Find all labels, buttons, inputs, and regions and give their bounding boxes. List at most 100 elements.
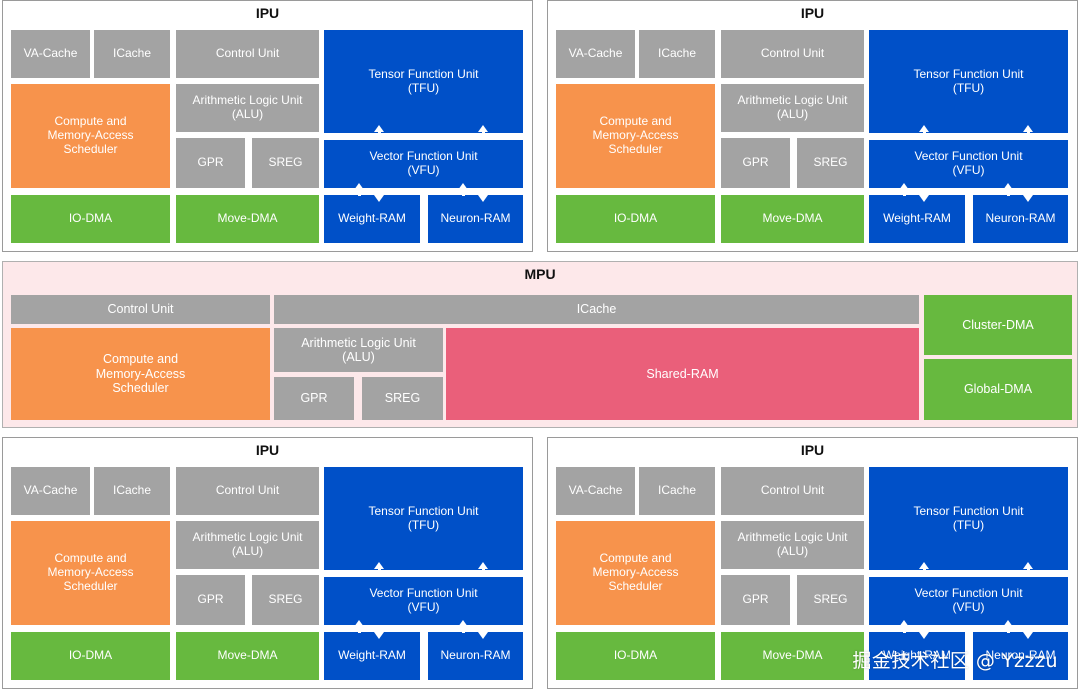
mpu-control-unit: Control Unit (11, 295, 270, 324)
ipu-alu: Arithmetic Logic Unit (ALU) (721, 84, 864, 132)
arrow-down-icon (478, 195, 488, 202)
arrow-down-icon (478, 632, 488, 639)
ipu-vfu: Vector Function Unit (VFU) (324, 577, 523, 625)
arrow-up-icon (354, 620, 364, 627)
ipu-icache: ICache (639, 467, 715, 515)
ipu-control-unit: Control Unit (721, 467, 864, 515)
ipu-vfu: Vector Function Unit (VFU) (869, 577, 1068, 625)
mpu-gpr: GPR (274, 377, 354, 420)
ipu-neuron-ram: Neuron-RAM (428, 195, 523, 243)
ipu-io-dma: IO-DMA (556, 195, 715, 243)
arrow-stem (377, 189, 381, 196)
ipu-control-unit: Control Unit (176, 30, 319, 78)
mpu-icache: ICache (274, 295, 919, 324)
ipu-move-dma: Move-DMA (176, 632, 319, 680)
arrow-stem (1006, 189, 1010, 196)
ipu-sreg: SREG (797, 575, 864, 625)
arrow-up-icon (899, 183, 909, 190)
ipu-neuron-ram: Neuron-RAM (428, 632, 523, 680)
arrow-stem (481, 626, 485, 633)
arrow-up-icon (458, 620, 468, 627)
mpu-shared-ram: Shared-RAM (446, 328, 919, 420)
ipu-weight-ram: Weight-RAM (869, 632, 965, 680)
arrow-stem (902, 189, 906, 196)
arrow-up-icon (1023, 125, 1033, 132)
arrow-up-icon (1003, 183, 1013, 190)
ipu-icache: ICache (639, 30, 715, 78)
ipu-title: IPU (255, 5, 280, 21)
arrow-down-icon (919, 632, 929, 639)
arrow-stem (357, 189, 361, 196)
ipu-sreg: SREG (252, 575, 319, 625)
arrow-stem (357, 626, 361, 633)
arrow-stem (377, 626, 381, 633)
ipu-tfu: Tensor Function Unit (TFU) (869, 467, 1068, 570)
arrow-stem (922, 626, 926, 633)
ipu-io-dma: IO-DMA (11, 632, 170, 680)
arrow-stem (1026, 626, 1030, 633)
arrow-stem (481, 189, 485, 196)
ipu-gpr: GPR (176, 575, 245, 625)
mpu-global-dma: Global-DMA (924, 359, 1072, 420)
arrow-stem (1006, 626, 1010, 633)
arrow-up-icon (919, 125, 929, 132)
ipu-title: IPU (800, 442, 825, 458)
ipu-gpr: GPR (721, 138, 790, 188)
ipu-sreg: SREG (252, 138, 319, 188)
arrow-stem (922, 189, 926, 196)
arrow-up-icon (1003, 620, 1013, 627)
ipu-move-dma: Move-DMA (721, 632, 864, 680)
ipu-scheduler: Compute and Memory-Access Scheduler (556, 521, 715, 625)
arrow-up-icon (919, 562, 929, 569)
ipu-vfu: Vector Function Unit (VFU) (869, 140, 1068, 188)
arrow-stem (1026, 568, 1030, 575)
arrow-up-icon (478, 125, 488, 132)
mpu-panel: MPU Control Unit ICache Compute and Memo… (2, 261, 1078, 428)
ipu-alu: Arithmetic Logic Unit (ALU) (176, 84, 319, 132)
ipu-icache: ICache (94, 467, 170, 515)
arrow-up-icon (899, 620, 909, 627)
mpu-scheduler: Compute and Memory-Access Scheduler (11, 328, 270, 420)
ipu-io-dma: IO-DMA (556, 632, 715, 680)
arrow-stem (377, 131, 381, 138)
arrow-up-icon (458, 183, 468, 190)
ipu-alu: Arithmetic Logic Unit (ALU) (176, 521, 319, 569)
arrow-up-icon (1023, 562, 1033, 569)
arrow-down-icon (1023, 195, 1033, 202)
arrow-down-icon (374, 195, 384, 202)
ipu-control-unit: Control Unit (721, 30, 864, 78)
mpu-sreg: SREG (362, 377, 443, 420)
ipu-scheduler: Compute and Memory-Access Scheduler (556, 84, 715, 188)
arrow-stem (1026, 131, 1030, 138)
ipu-neuron-ram: Neuron-RAM (973, 632, 1068, 680)
watermark: 掘金技术社区 @ Yzzzu (852, 650, 1058, 672)
arrow-stem (461, 189, 465, 196)
ipu-tfu: Tensor Function Unit (TFU) (869, 30, 1068, 133)
ipu-move-dma: Move-DMA (721, 195, 864, 243)
ipu-neuron-ram: Neuron-RAM (973, 195, 1068, 243)
mpu-alu: Arithmetic Logic Unit (ALU) (274, 328, 443, 372)
ipu-title: IPU (800, 5, 825, 21)
ipu-gpr: GPR (721, 575, 790, 625)
ipu-va-cache: VA-Cache (11, 30, 90, 78)
arrow-down-icon (374, 632, 384, 639)
ipu-weight-ram: Weight-RAM (324, 632, 420, 680)
ipu-vfu: Vector Function Unit (VFU) (324, 140, 523, 188)
arrow-down-icon (1023, 632, 1033, 639)
arrow-stem (377, 568, 381, 575)
ipu-icache: ICache (94, 30, 170, 78)
ipu-va-cache: VA-Cache (556, 467, 635, 515)
ipu-weight-ram: Weight-RAM (869, 195, 965, 243)
ipu-gpr: GPR (176, 138, 245, 188)
arrow-stem (481, 131, 485, 138)
arrow-up-icon (354, 183, 364, 190)
mpu-title: MPU (524, 266, 556, 282)
ipu-alu: Arithmetic Logic Unit (ALU) (721, 521, 864, 569)
arrow-up-icon (478, 562, 488, 569)
ipu-scheduler: Compute and Memory-Access Scheduler (11, 521, 170, 625)
arrow-up-icon (374, 562, 384, 569)
arrow-stem (922, 568, 926, 575)
ipu-title: IPU (255, 442, 280, 458)
ipu-move-dma: Move-DMA (176, 195, 319, 243)
